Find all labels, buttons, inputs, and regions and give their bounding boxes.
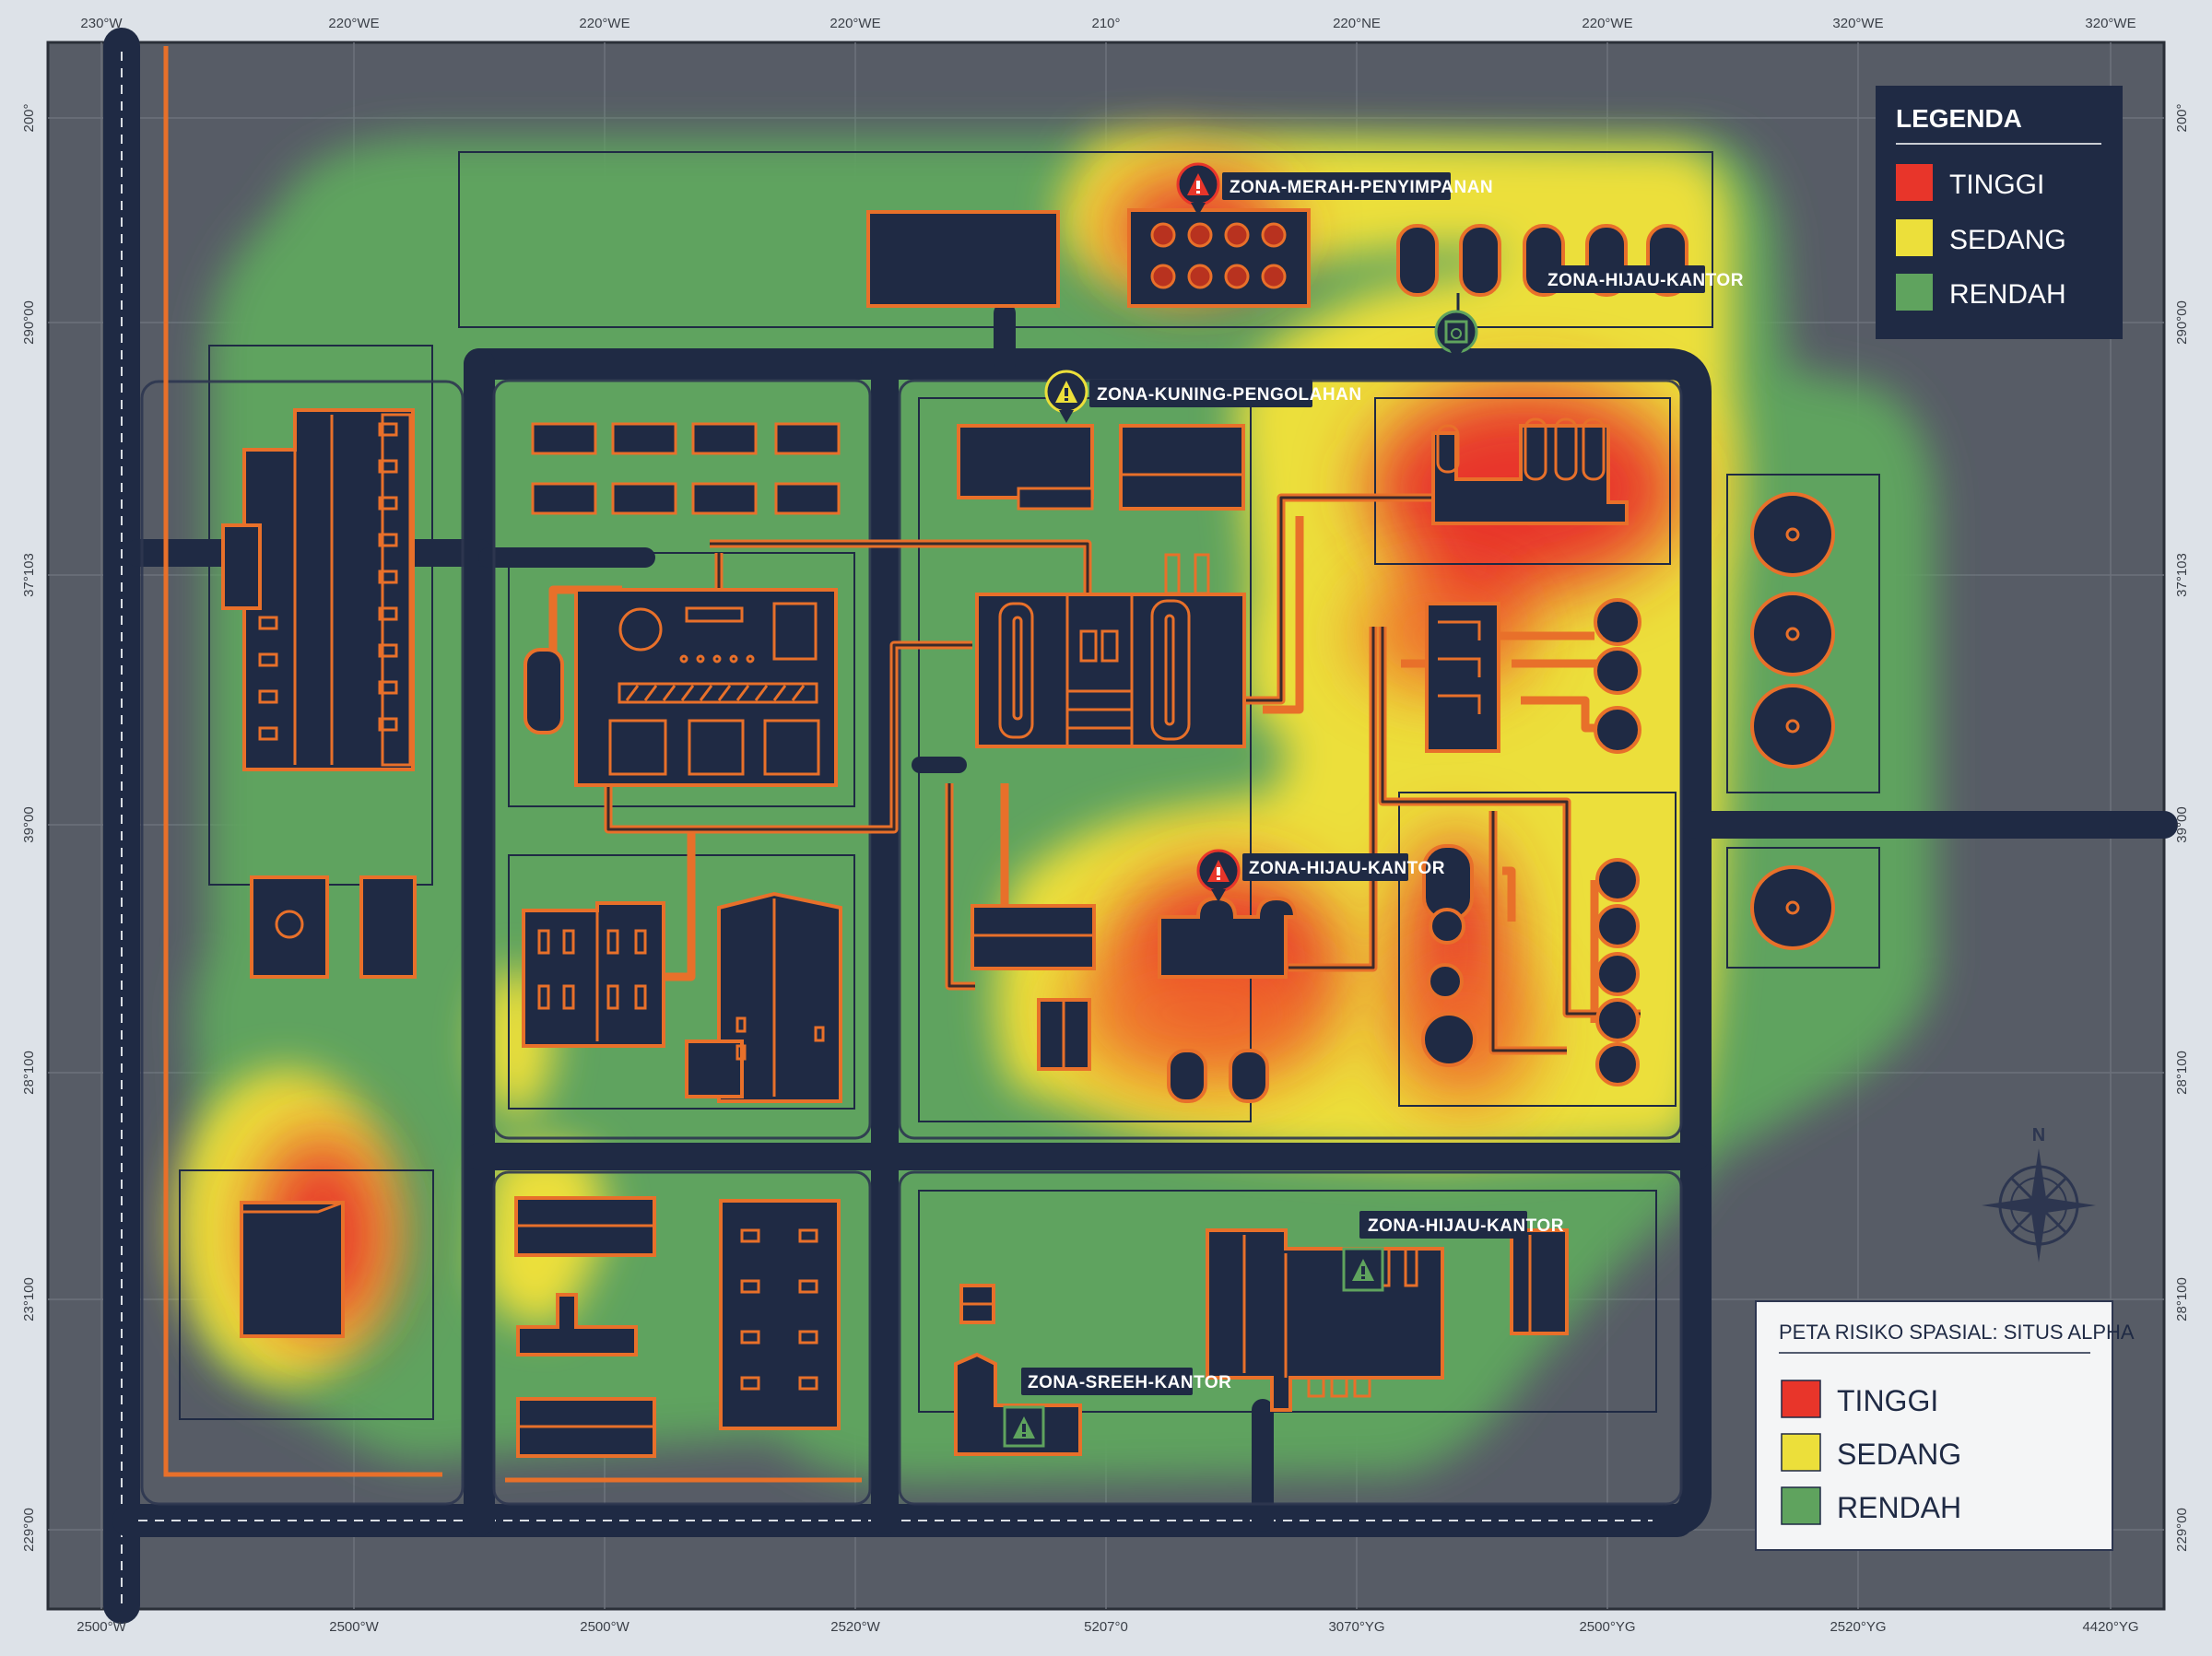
west-shed xyxy=(359,875,417,979)
zone-label-red-storage: ZONA-MERAH-PENYIMPANAN xyxy=(1230,178,1493,197)
right-tick-label: 37°103 xyxy=(2174,553,2190,597)
right-tick-label: 200° xyxy=(2174,103,2190,132)
top-tick-label: 220°WE xyxy=(1582,16,1632,31)
separator-unit xyxy=(1425,602,1500,753)
reactor-unit xyxy=(1431,424,1629,525)
zone-annotations: ZONA-MERAH-PENYIMPANAN ZONA-HIJAU-KANTOR… xyxy=(1003,162,1744,1448)
top-tick-label: 220°WE xyxy=(830,16,880,31)
zone-marker-red-office[interactable] xyxy=(1196,849,1241,902)
road-network xyxy=(103,28,2178,1624)
east-tanks xyxy=(1594,598,1641,1086)
zone-marker-yellow-processing[interactable] xyxy=(1044,370,1088,423)
zone-label-sreeh-office: ZONA-SREEH-KANTOR xyxy=(1028,1373,1231,1392)
sw-warehouse xyxy=(240,1201,345,1338)
top-tick-label: 210° xyxy=(1091,16,1120,31)
right-axis-labels: 200° 290°00 37°103 39°00 28°100 28°100 2… xyxy=(2174,103,2190,1551)
legend-top: LEGENDA TINGGI SEDANG RENDAH xyxy=(1876,86,2123,339)
buildings xyxy=(221,208,1835,1458)
south-tower xyxy=(1510,1228,1569,1335)
left-tick-label: 200° xyxy=(21,103,37,132)
sw-shed-b xyxy=(516,1293,638,1357)
south-hut xyxy=(954,1352,1082,1456)
right-tick-label: 229°00 xyxy=(2174,1508,2190,1552)
red-zone-reactor xyxy=(1158,896,1298,979)
left-axis-labels: 200° 290°00 37°103 39°00 28°100 23°100 2… xyxy=(21,103,37,1551)
right-tick-label: 28°100 xyxy=(2174,1277,2190,1321)
top-tick-label: 220°NE xyxy=(1333,16,1381,31)
zone-marker-green-office[interactable] xyxy=(1342,1247,1384,1292)
left-tick-label: 28°100 xyxy=(21,1051,37,1095)
zone-label-green-office-north: ZONA-HIJAU-KANTOR xyxy=(1547,271,1744,290)
left-tick-label: 290°00 xyxy=(21,300,37,345)
left-tick-label: 23°100 xyxy=(21,1277,37,1321)
legend-top-swatch-low xyxy=(1896,274,1933,311)
legend-bottom-title: PETA RISIKO SPASIAL: SITUS ALPHA xyxy=(1779,1321,2135,1344)
bottom-tick-label: 4420°YG xyxy=(2082,1619,2138,1635)
legend-top-swatch-high xyxy=(1896,164,1933,201)
top-tick-label: 320°WE xyxy=(1832,16,1883,31)
legend-top-label-low: RENDAH xyxy=(1949,279,2066,310)
zone-marker-equipment[interactable] xyxy=(1434,293,1478,361)
top-tick-label: 220°WE xyxy=(579,16,629,31)
mid-vessels xyxy=(1421,844,1477,1067)
lab-building xyxy=(522,901,665,1048)
legend-top-label-high: TINGGI xyxy=(1949,170,2044,200)
right-tick-label: 290°00 xyxy=(2174,300,2190,345)
ring-road xyxy=(464,348,1712,1536)
storage-drums xyxy=(1150,222,1287,289)
processing-office-a xyxy=(957,424,1094,499)
large-tanks xyxy=(1750,492,1835,950)
legend-bottom-swatch-high xyxy=(1781,1380,1821,1418)
bottom-tick-label: 2520°YG xyxy=(1830,1619,1886,1635)
legend-bottom-label-high: TINGGI xyxy=(1837,1384,1938,1417)
left-tick-label: 39°00 xyxy=(21,806,37,842)
compass-north-label: N xyxy=(2032,1125,2045,1145)
storage-facility xyxy=(1127,208,1311,308)
legend-top-title: LEGENDA xyxy=(1896,104,2022,133)
top-tick-label: 220°WE xyxy=(328,16,379,31)
left-tick-label: 229°00 xyxy=(21,1508,37,1552)
legend-bottom-swatch-low xyxy=(1781,1486,1821,1525)
bottom-tick-label: 2520°W xyxy=(830,1619,880,1635)
right-tick-label: 39°00 xyxy=(2174,806,2190,842)
legend-bottom-label-medium: SEDANG xyxy=(1837,1438,1961,1471)
processing-office-b xyxy=(1119,424,1245,511)
bottom-tick-label: 2500°W xyxy=(580,1619,629,1635)
sw-apartment xyxy=(719,1199,841,1430)
top-tick-label: 320°WE xyxy=(2085,16,2136,31)
west-utility-line xyxy=(163,46,442,1477)
north-warehouse xyxy=(866,210,1060,308)
bottom-axis-labels: 2500°W 2500°W 2500°W 2520°W 5207°0 3070°… xyxy=(76,1619,2138,1635)
left-tick-label: 37°103 xyxy=(21,553,37,597)
top-tick-label: 230°W xyxy=(80,16,123,31)
zone-marker-red-storage[interactable] xyxy=(1176,162,1220,216)
zone-label-green-office-mid: ZONA-HIJAU-KANTOR xyxy=(1249,859,1445,878)
right-tick-label: 28°100 xyxy=(2174,1051,2190,1095)
legend-bottom: PETA RISIKO SPASIAL: SITUS ALPHA TINGGI … xyxy=(1755,1300,2135,1551)
legend-bottom-swatch-medium xyxy=(1781,1433,1821,1472)
bottom-tick-label: 2500°W xyxy=(76,1619,126,1635)
zone-label-yellow-processing: ZONA-KUNING-PENGOLAHAN xyxy=(1097,385,1362,405)
legend-top-swatch-medium xyxy=(1896,219,1933,256)
top-axis-labels: 230°W 220°WE 220°WE 220°WE 210° 220°NE 2… xyxy=(80,16,2136,31)
west-guardhouse xyxy=(250,875,329,979)
bottom-tick-label: 3070°YG xyxy=(1328,1619,1384,1635)
block-borders xyxy=(140,379,1683,1506)
legend-top-label-medium: SEDANG xyxy=(1949,225,2066,255)
bottom-tick-label: 2500°W xyxy=(329,1619,379,1635)
small-units xyxy=(531,422,841,515)
zone-label-green-office-south: ZONA-HIJAU-KANTOR xyxy=(1368,1216,1564,1236)
hijau-office xyxy=(971,904,1096,970)
zone-marker-sreeh-office[interactable] xyxy=(1003,1405,1045,1448)
bottom-tick-label: 2500°YG xyxy=(1579,1619,1635,1635)
legend-bottom-label-low: RENDAH xyxy=(1837,1491,1961,1524)
bottom-tick-label: 5207°0 xyxy=(1084,1619,1128,1635)
compass-rose-icon: N xyxy=(1982,1125,2096,1263)
control-building xyxy=(574,588,838,787)
